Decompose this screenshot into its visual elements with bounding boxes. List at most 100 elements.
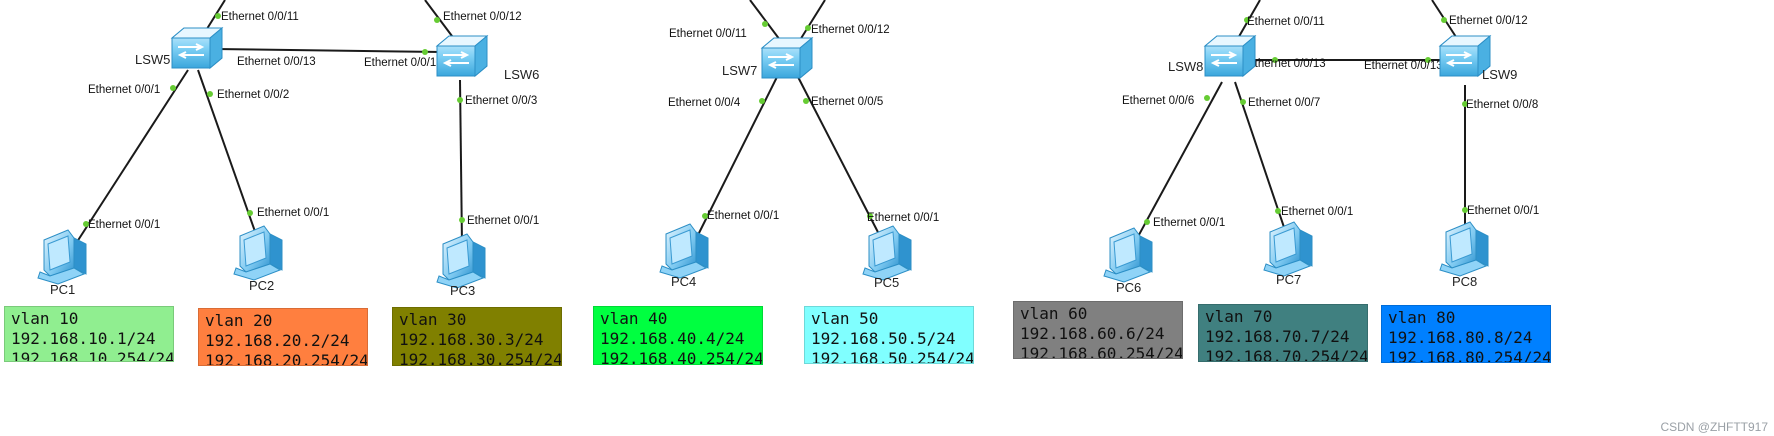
- pc-label: PC7: [1276, 272, 1301, 287]
- pc-pc6[interactable]: PC6: [1103, 227, 1153, 295]
- vlan-ip: 192.168.80.8/24: [1388, 328, 1533, 347]
- pc-pc1[interactable]: PC1: [37, 229, 87, 297]
- vlan-box-70: vlan 70 192.168.70.7/24 192.168.70.254/2…: [1198, 304, 1368, 362]
- pc-pc7[interactable]: PC7: [1263, 221, 1313, 287]
- vlan-name: vlan 20: [205, 311, 273, 330]
- vlan-gateway: 192.168.20.254/24: [205, 351, 368, 366]
- port-label: Ethernet 0/0/1: [1281, 206, 1353, 218]
- pc-icon: [1263, 221, 1313, 277]
- link-lsw7-uplink-right: [799, 0, 826, 41]
- switch-lsw6[interactable]: LSW6: [436, 35, 539, 82]
- port-dot: [805, 25, 811, 31]
- switch-label: LSW9: [1482, 67, 1517, 82]
- vlan-box-50: vlan 50 192.168.50.5/24 192.168.50.254/2…: [804, 306, 974, 364]
- vlan-gateway: 192.168.40.254/24: [600, 349, 763, 365]
- pc-label: PC8: [1452, 274, 1477, 289]
- pc-pc2[interactable]: PC2: [233, 225, 283, 293]
- port-dot: [762, 21, 768, 27]
- port-label: Ethernet 0/0/1: [867, 212, 939, 224]
- port-label: Ethernet 0/0/1: [257, 207, 329, 219]
- port-dot: [1240, 99, 1246, 105]
- pc-pc5[interactable]: PC5: [862, 225, 912, 290]
- vlan-box-30: vlan 30 192.168.30.3/24 192.168.30.254/2…: [392, 307, 562, 366]
- switch-lsw5[interactable]: LSW5: [135, 27, 223, 69]
- link-lsw7-pc5: [796, 74, 883, 241]
- port-labels: Ethernet 0/0/11 Ethernet 0/0/12 Ethernet…: [88, 11, 1539, 231]
- pc-icon: [1103, 227, 1153, 283]
- vlan-name: vlan 50: [811, 309, 879, 328]
- vlan-ip: 192.168.10.1/24: [11, 329, 156, 348]
- vlan-name: vlan 80: [1388, 308, 1456, 327]
- port-dot: [803, 98, 809, 104]
- pc-icon: [659, 223, 709, 279]
- pc-pc3[interactable]: PC3: [436, 233, 486, 298]
- vlan-ip: 192.168.70.7/24: [1205, 327, 1350, 346]
- vlan-ip: 192.168.30.3/24: [399, 330, 544, 349]
- vlan-gateway: 192.168.50.254/24: [811, 349, 974, 364]
- port-label: Ethernet 0/0/2: [217, 89, 289, 101]
- switch-lsw8[interactable]: LSW8: [1168, 35, 1256, 77]
- vlan-ip: 192.168.50.5/24: [811, 329, 956, 348]
- port-dot: [1144, 219, 1150, 225]
- port-dot: [247, 210, 253, 216]
- port-dot: [207, 91, 213, 97]
- pc-label: PC6: [1116, 280, 1141, 295]
- vlan-gateway: 192.168.80.254/24: [1388, 348, 1551, 363]
- port-label: Ethernet 0/0/8: [1466, 99, 1538, 111]
- port-dot: [1462, 207, 1468, 213]
- port-label: Ethernet 0/0/1: [88, 219, 160, 231]
- port-dot: [867, 213, 873, 219]
- vlan-gateway: 192.168.60.254/24: [1020, 344, 1183, 359]
- watermark: CSDN @ZHFTT917: [1660, 420, 1768, 434]
- port-label: Ethernet 0/0/12: [443, 11, 522, 23]
- switch-lsw9[interactable]: LSW9: [1439, 35, 1517, 82]
- port-label: Ethernet 0/0/13: [237, 56, 316, 68]
- port-dot: [702, 213, 708, 219]
- port-dots: [83, 13, 1468, 227]
- port-dot: [1425, 57, 1431, 63]
- vlan-ip: 192.168.20.2/24: [205, 331, 350, 350]
- switch-label: LSW6: [504, 67, 539, 82]
- port-dot: [759, 98, 765, 104]
- switch-icon: [436, 35, 488, 77]
- pc-icon: [436, 233, 486, 289]
- vlan-ip: 192.168.60.6/24: [1020, 324, 1165, 343]
- port-label: Ethernet 0/0/1: [88, 84, 160, 96]
- pc-label: PC1: [50, 282, 75, 297]
- port-label: Ethernet 0/0/12: [811, 24, 890, 36]
- link-lsw8-pc7: [1234, 81, 1291, 246]
- vlan-name: vlan 70: [1205, 307, 1273, 326]
- pc-icon: [862, 225, 912, 281]
- port-label: Ethernet 0/0/12: [1449, 15, 1528, 27]
- switch-icon: [171, 27, 223, 69]
- port-label: Ethernet 0/0/4: [668, 97, 741, 109]
- pc-label: PC5: [874, 275, 899, 290]
- port-dot: [1272, 57, 1278, 63]
- port-dot: [215, 13, 221, 19]
- vlan-box-60: vlan 60 192.168.60.6/24 192.168.60.254/2…: [1013, 301, 1183, 359]
- switch-lsw7[interactable]: LSW7: [722, 37, 813, 79]
- port-label: Ethernet 0/0/1: [1153, 217, 1225, 229]
- port-dot: [457, 97, 463, 103]
- link-lsw7-uplink-left: [749, 0, 781, 41]
- vlan-box-80: vlan 80 192.168.80.8/24 192.168.80.254/2…: [1381, 305, 1551, 363]
- pc-pc8[interactable]: PC8: [1439, 221, 1489, 289]
- link-lsw8-pc6: [1127, 81, 1223, 256]
- port-label: Ethernet 0/0/1: [707, 210, 779, 222]
- vlan-box-40: vlan 40 192.168.40.4/24 192.168.40.254/2…: [593, 306, 763, 365]
- port-dot: [1441, 17, 1447, 23]
- pc-pc4[interactable]: PC4: [659, 223, 709, 289]
- port-dot: [1462, 101, 1468, 107]
- port-dot: [434, 17, 440, 23]
- vlan-ip: 192.168.40.4/24: [600, 329, 745, 348]
- vlan-name: vlan 60: [1020, 304, 1088, 323]
- port-dot: [1275, 208, 1281, 214]
- switch-label: LSW8: [1168, 59, 1203, 74]
- port-label: Ethernet 0/0/5: [811, 96, 883, 108]
- port-label: Ethernet 0/0/6: [1122, 95, 1194, 107]
- port-label: Ethernet 0/0/11: [1247, 16, 1325, 28]
- switch-icon: [761, 37, 813, 79]
- port-label: Ethernet 0/0/13: [364, 57, 443, 69]
- switch-label: LSW5: [135, 52, 170, 67]
